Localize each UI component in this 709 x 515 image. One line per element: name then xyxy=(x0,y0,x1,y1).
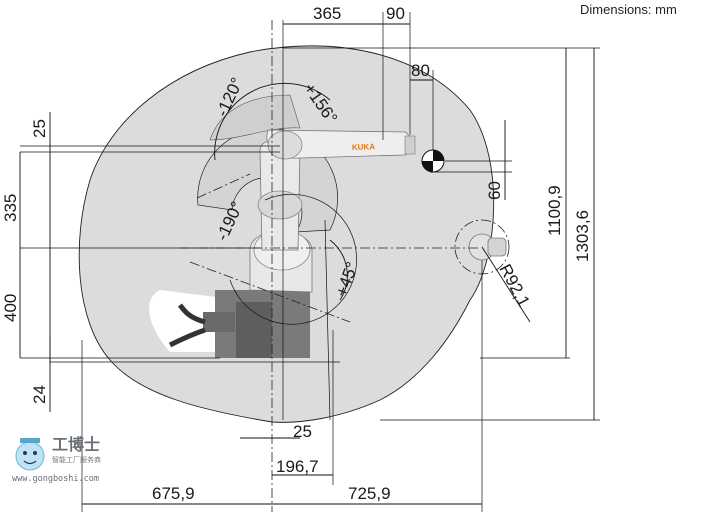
dim-80: 80 xyxy=(411,61,430,80)
dim-90: 90 xyxy=(386,4,405,23)
dim-25-bottom: 25 xyxy=(293,422,312,441)
dim-60: 60 xyxy=(485,181,504,200)
angle-arcs xyxy=(214,82,357,325)
dim-24: 24 xyxy=(30,385,49,404)
dim-335: 335 xyxy=(1,194,20,222)
dim-675-9: 675,9 xyxy=(152,484,195,503)
radius-label: R92,1 xyxy=(495,261,533,310)
units-title: Dimensions: mm xyxy=(580,2,677,17)
dim-25-left: 25 xyxy=(30,119,49,138)
robot-arm: KUKA xyxy=(168,129,445,358)
dim-1303-6: 1303,6 xyxy=(573,210,592,262)
dim-1100-9: 1100,9 xyxy=(545,185,564,236)
dim-400: 400 xyxy=(1,294,20,322)
watermark-url: www.gongboshi.com xyxy=(12,474,99,484)
dimension-lines xyxy=(19,12,600,512)
watermark-name: 工博士 xyxy=(52,435,100,454)
dim-196-7: 196,7 xyxy=(276,457,319,476)
watermark-logo: 工博士 智能工厂服务商 www.gongboshi.com xyxy=(12,435,101,484)
dim-365: 365 xyxy=(313,4,341,23)
kuka-logo: KUKA xyxy=(352,142,376,152)
dim-725-9: 725,9 xyxy=(348,484,391,503)
watermark-subtitle: 智能工厂服务商 xyxy=(52,455,101,464)
